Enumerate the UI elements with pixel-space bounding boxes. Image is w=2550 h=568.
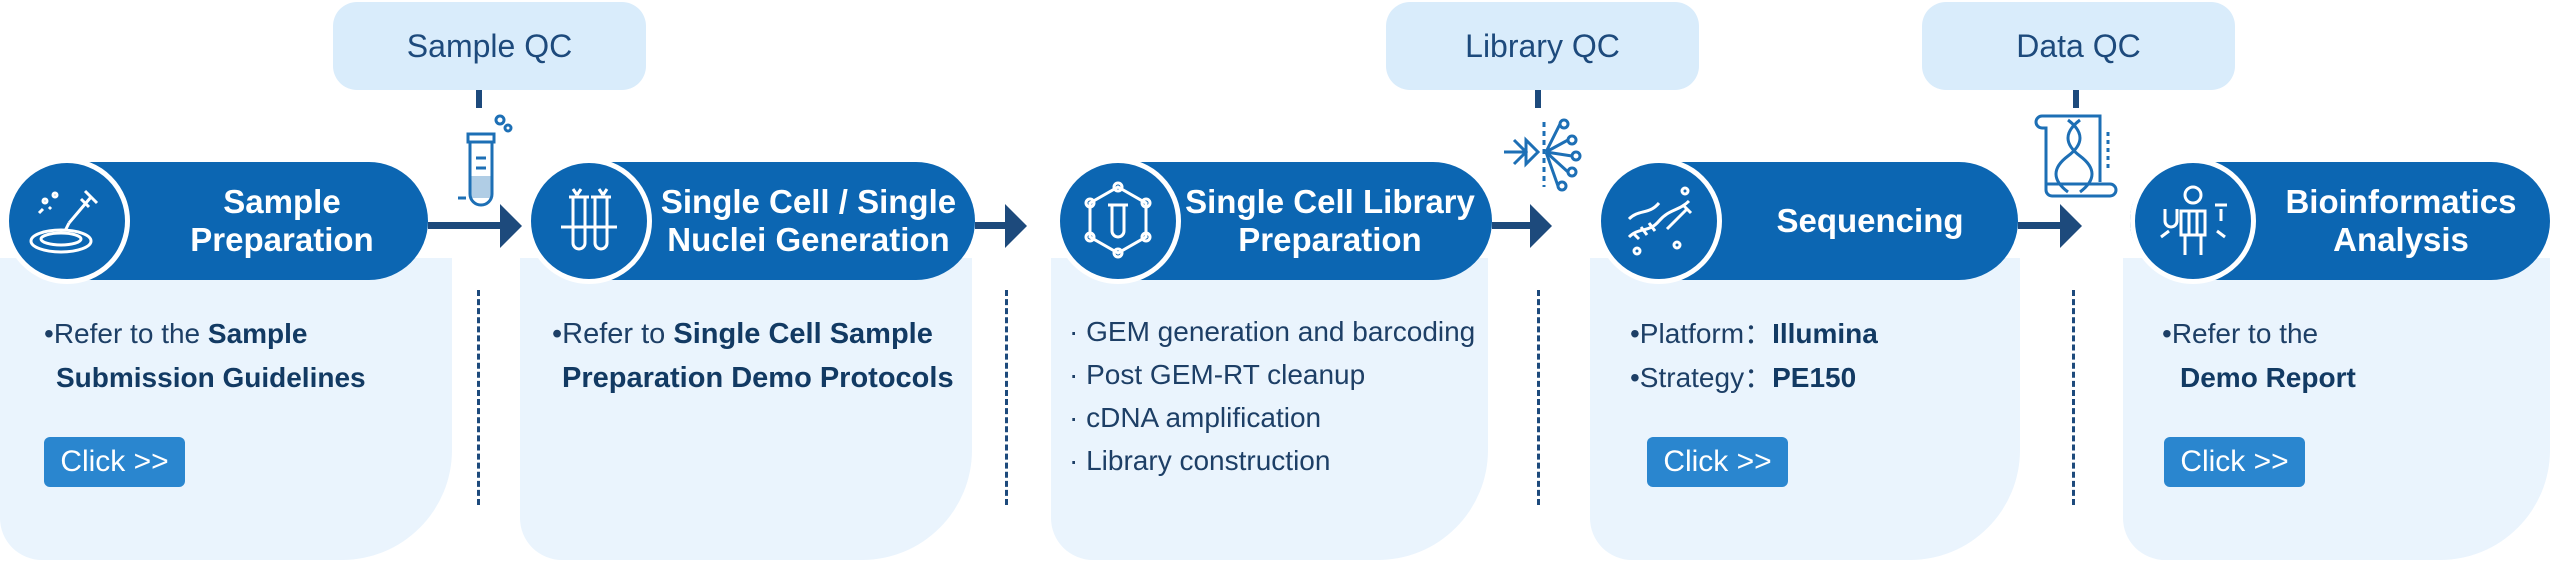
library-qc-label: Library QC (1465, 27, 1620, 64)
pipette-dish-icon (4, 158, 130, 284)
sequencing-text: •Platform：Illumina •Strategy：PE150 (1630, 318, 1878, 393)
sequencing-card (1590, 258, 2020, 560)
guidelines-text: Submission Guidelines (56, 362, 366, 393)
arrow-2-head (1005, 204, 1027, 248)
arrow-3 (1492, 222, 1530, 229)
list-item: · cDNA amplification (1069, 402, 1322, 433)
data-qc-connector (2073, 90, 2079, 108)
sample-guidelines-click-button[interactable]: Click >> (44, 437, 185, 487)
dna-strand-icon (1596, 158, 1722, 284)
divider-1 (477, 290, 480, 505)
arrow-4 (2018, 222, 2060, 229)
sample-qc-box: Sample QC (333, 2, 646, 90)
sample-qc-label: Sample QC (406, 27, 573, 64)
molecule-tube-icon (1055, 158, 1181, 284)
demo-report-text: Demo Report (2180, 362, 2356, 393)
platform-value: Illumina (1772, 318, 1878, 349)
single-cell-generation-card (520, 258, 972, 560)
demo-report-click-button[interactable]: Click >> (2164, 437, 2305, 487)
arrow-1-head (500, 204, 522, 248)
sample-preparation-card (0, 258, 452, 560)
library-preparation-card (1051, 258, 1488, 560)
sample-link-text: Sample (207, 318, 308, 349)
library-preparation-steps: · GEM generation and barcoding · Post GE… (1069, 310, 1475, 482)
arrow-3-head (1530, 204, 1552, 248)
bioinformatics-text: •Refer to the Demo Report (2162, 318, 2356, 393)
list-item: · Library construction (1069, 445, 1331, 476)
arrow-1 (428, 222, 500, 229)
refer-text: Refer to the (53, 318, 208, 349)
list-item: · GEM generation and barcoding (1069, 316, 1476, 347)
bioinformatics-card (2123, 258, 2550, 560)
filter-icon (1504, 118, 1582, 192)
scientist-icon (2130, 158, 2256, 284)
strategy-value: PE150 (1772, 362, 1857, 393)
sequencing-click-button[interactable]: Click >> (1647, 437, 1788, 487)
library-qc-connector (1535, 90, 1541, 108)
list-item: · Post GEM-RT cleanup (1069, 359, 1366, 390)
test-tube-icon (458, 114, 513, 207)
divider-2 (1005, 290, 1008, 505)
protocols-link-text: Single Cell Sample (673, 318, 933, 350)
sample-qc-connector (476, 90, 482, 108)
arrow-4-head (2060, 204, 2082, 248)
library-qc-box: Library QC (1386, 2, 1699, 90)
single-cell-generation-text: •Refer to Single Cell Sample Preparation… (552, 318, 954, 394)
data-qc-label: Data QC (2016, 27, 2141, 64)
dna-scroll-icon (2034, 114, 2118, 198)
arrow-2 (975, 222, 1005, 229)
sample-preparation-text: •Refer to the Sample Submission Guidelin… (44, 318, 366, 393)
divider-4 (2072, 290, 2075, 505)
divider-3 (1537, 290, 1540, 505)
sequencing-title: Sequencing (1776, 202, 1964, 240)
test-tubes-icon (526, 158, 652, 284)
data-qc-box: Data QC (1922, 2, 2235, 90)
